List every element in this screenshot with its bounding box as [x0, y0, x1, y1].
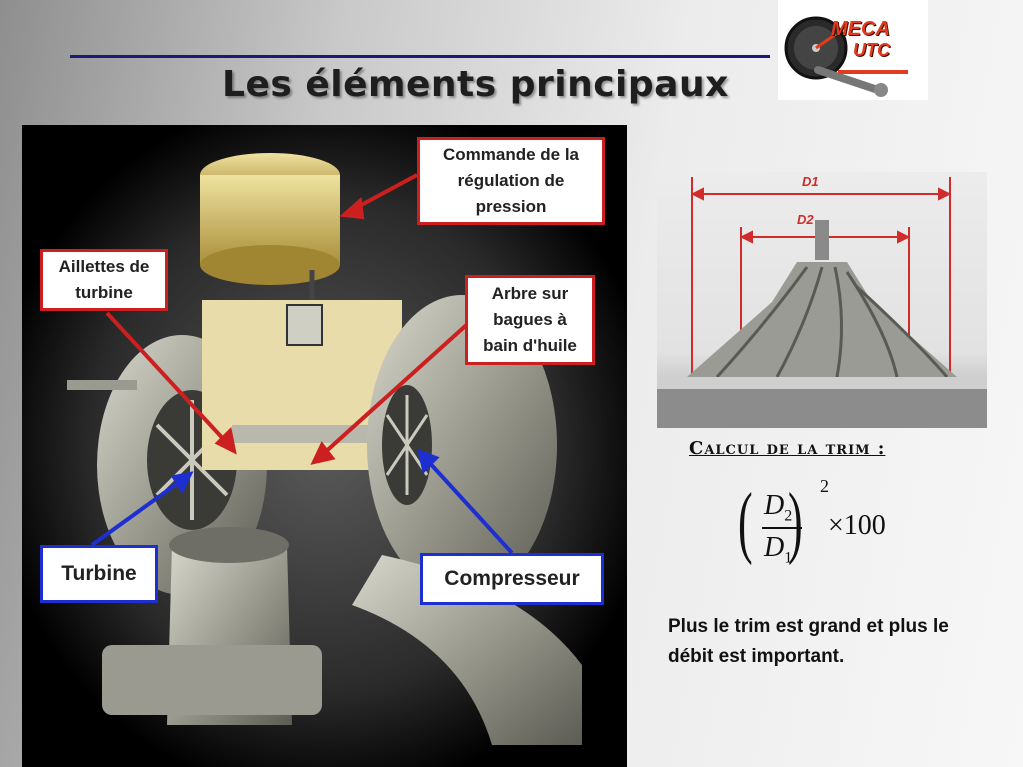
- callout-compresseur-label: Compresseur: [444, 567, 580, 590]
- formula-multiplier: ×100: [828, 510, 886, 541]
- formula-left-paren: (: [737, 478, 753, 566]
- meca-utc-logo: MECA UTC: [778, 0, 928, 100]
- formula-denominator-sub: 1: [784, 549, 793, 567]
- callout-commande-regulation: Commande de la régulation de pression: [417, 137, 605, 225]
- callout-turbine: Turbine: [40, 545, 158, 603]
- logo-text-meca: MECA: [831, 18, 890, 40]
- turbocharger-diagram: Commande de la régulation de pression Ai…: [22, 125, 627, 767]
- callout-arbre-label: Arbre sur bagues à bain d'huile: [483, 284, 577, 355]
- dimension-d2-label: D2: [797, 212, 814, 227]
- trim-heading: Calcul de la trim :: [689, 438, 886, 459]
- turbocharger-illustration: [22, 125, 627, 767]
- formula-denominator: D1: [764, 532, 792, 568]
- trim-note: Plus le trim est grand et plus le débit …: [668, 616, 949, 667]
- logo-text-utc: UTC: [853, 40, 890, 60]
- formula-right-paren: ): [787, 478, 803, 566]
- trim-formula: ( D2 D1 ) 2 ×100: [738, 476, 912, 578]
- formula-numerator: D2: [764, 490, 792, 526]
- formula-exponent: 2: [820, 476, 829, 496]
- slide-title: Les éléments principaux: [222, 64, 729, 105]
- logo-gauge-icon: [784, 16, 908, 97]
- callout-turbine-label: Turbine: [61, 562, 137, 585]
- dimension-d1-label: D1: [802, 174, 819, 189]
- formula-fraction-bar: [762, 527, 802, 529]
- compressor-wheel-photo: D1 D2: [657, 172, 987, 428]
- title-rule: [70, 55, 770, 58]
- formula-numerator-letter: D: [764, 490, 785, 521]
- callout-aillettes-turbine: Aillettes de turbine: [40, 249, 168, 311]
- callout-aillettes-label: Aillettes de turbine: [58, 257, 150, 302]
- callout-commande-label: Commande de la régulation de pression: [442, 145, 580, 216]
- formula-numerator-sub: 2: [784, 507, 793, 525]
- callout-arbre-bagues: Arbre sur bagues à bain d'huile: [465, 275, 595, 365]
- formula-denominator-letter: D: [764, 532, 785, 563]
- callout-compresseur: Compresseur: [420, 553, 604, 605]
- compressor-wheel-illustration: D1 D2: [657, 174, 987, 428]
